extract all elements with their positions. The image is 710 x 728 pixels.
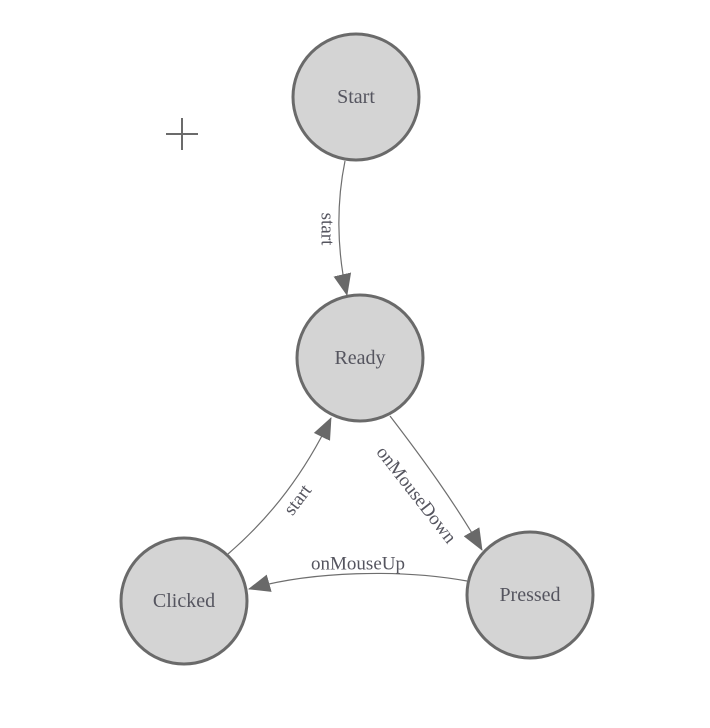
state-label: Pressed bbox=[499, 584, 560, 606]
transition-clicked-to-ready[interactable]: start bbox=[227, 417, 332, 555]
state-circle bbox=[119, 536, 249, 666]
state-label: Clicked bbox=[153, 590, 215, 612]
crosshair-icon bbox=[166, 118, 198, 150]
state-circle bbox=[295, 293, 425, 423]
edge-label-start-vertical: start bbox=[317, 213, 338, 246]
edge-line bbox=[333, 160, 352, 296]
state-node-start[interactable]: Start bbox=[291, 32, 421, 162]
state-circle bbox=[465, 530, 595, 660]
transition-pressed-to-clicked[interactable]: onMouseUp bbox=[248, 554, 468, 592]
edge-line bbox=[389, 415, 483, 551]
state-label: Ready bbox=[334, 347, 385, 369]
state-circle bbox=[291, 32, 421, 162]
edge-label-onmouseup: onMouseUp bbox=[311, 554, 405, 575]
state-label: Start bbox=[337, 86, 375, 108]
state-node-clicked[interactable]: Clicked bbox=[119, 536, 249, 666]
state-node-ready[interactable]: Ready bbox=[295, 293, 425, 423]
edge-label-start-diagonal: start bbox=[280, 480, 317, 519]
edge-line bbox=[248, 572, 468, 592]
transition-start-to-ready[interactable]: start bbox=[317, 160, 352, 296]
transition-ready-to-pressed[interactable]: onMouseDown bbox=[372, 415, 483, 551]
edge-line bbox=[227, 417, 332, 555]
state-node-pressed[interactable]: Pressed bbox=[465, 530, 595, 660]
